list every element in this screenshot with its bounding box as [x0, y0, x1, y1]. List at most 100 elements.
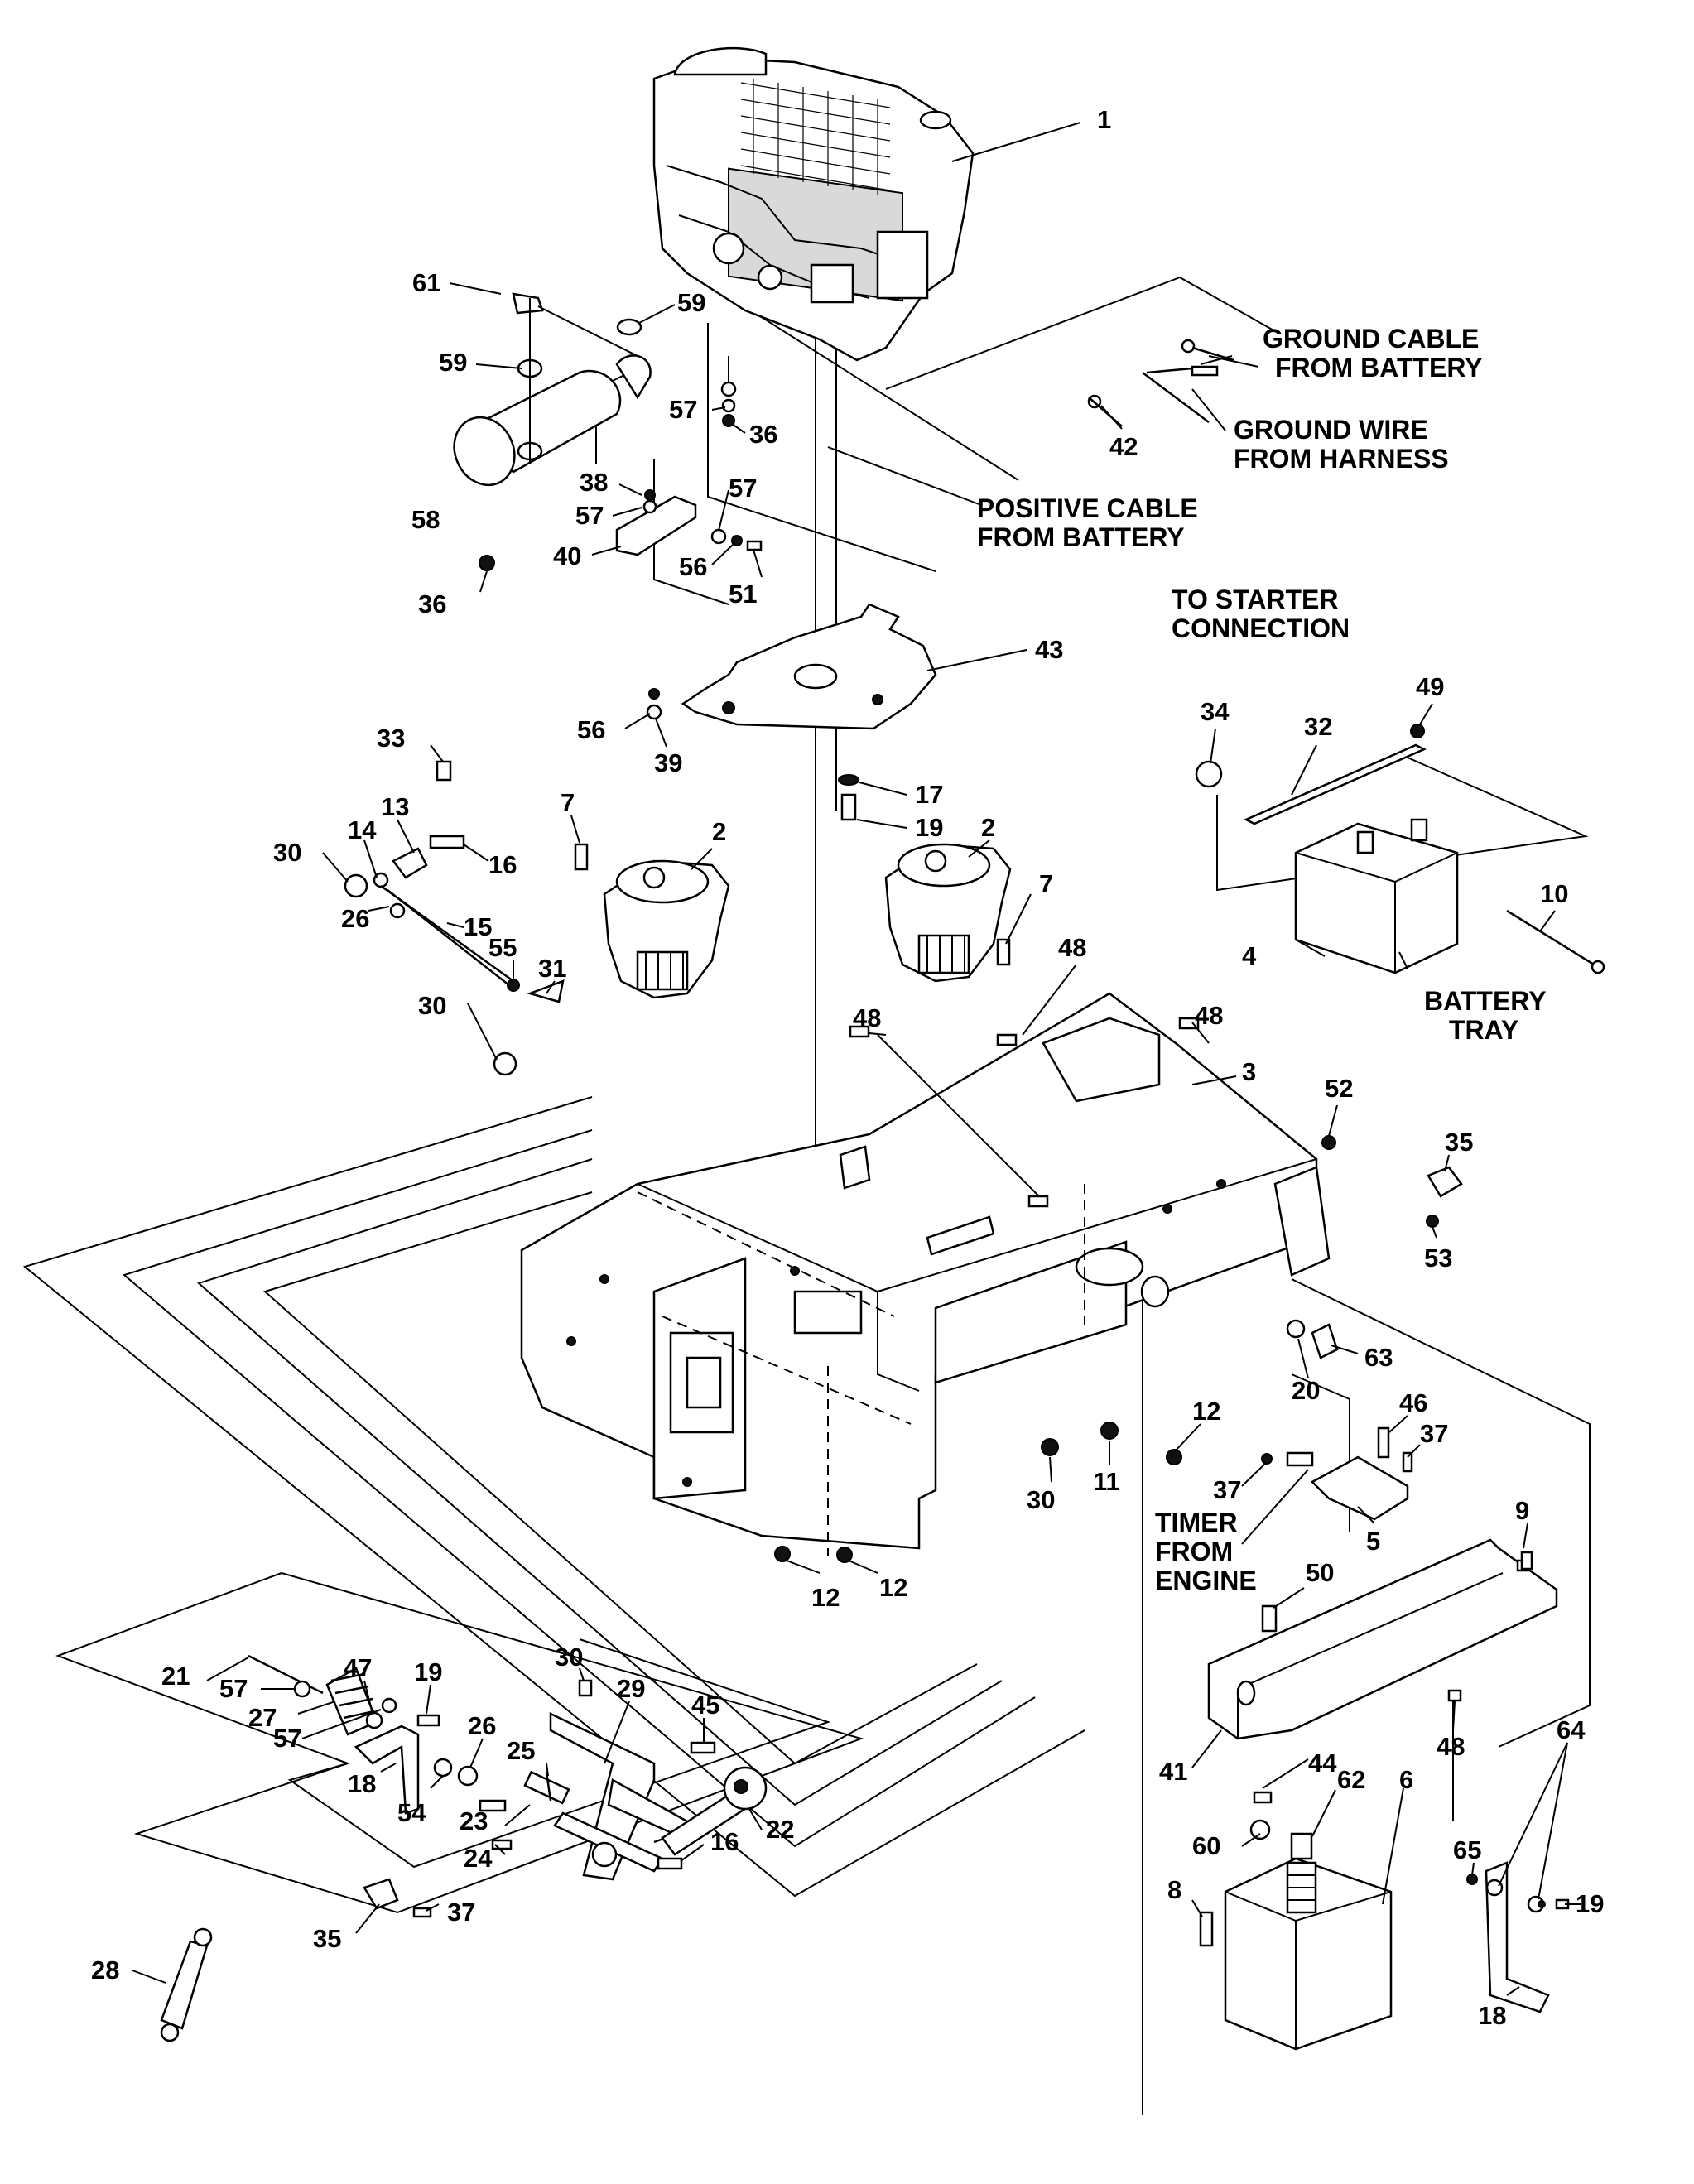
- callout-41: 41: [1159, 1757, 1187, 1786]
- callout-25: 25: [507, 1736, 535, 1765]
- callout-56: 56: [679, 552, 707, 581]
- callout-37: 37: [447, 1898, 475, 1927]
- callout-2: 2: [981, 813, 995, 842]
- callout-7: 7: [1039, 869, 1053, 898]
- note-battery-tray-line1: BATTERY: [1424, 986, 1547, 1016]
- callout-60: 60: [1192, 1831, 1220, 1860]
- callout-42: 42: [1109, 432, 1138, 461]
- note-ground-cable-line2: FROM BATTERY: [1275, 353, 1483, 382]
- engine-part-1: [652, 46, 975, 362]
- callout-13: 13: [381, 792, 409, 821]
- callout-36: 36: [749, 420, 777, 449]
- note-positive-cable-line2: FROM BATTERY: [977, 522, 1185, 552]
- callout-30: 30: [273, 838, 301, 867]
- callout-24: 24: [464, 1844, 493, 1873]
- note-ground-cable-line1: GROUND CABLE: [1263, 324, 1479, 354]
- callout-43: 43: [1035, 635, 1063, 664]
- callout-23: 23: [460, 1806, 488, 1835]
- callout-12: 12: [1192, 1397, 1220, 1426]
- callout-12: 12: [811, 1583, 840, 1612]
- callout-38: 38: [580, 468, 608, 497]
- callout-32: 32: [1304, 712, 1332, 741]
- callout-30: 30: [418, 991, 446, 1020]
- callout-12: 12: [879, 1573, 907, 1602]
- callout-11: 11: [1093, 1467, 1120, 1496]
- callout-45: 45: [691, 1691, 719, 1720]
- callout-14: 14: [348, 815, 377, 844]
- pedal-group: [160, 1654, 768, 2042]
- callout-35: 35: [313, 1924, 341, 1953]
- callout-27: 27: [248, 1703, 277, 1732]
- bracket-part-41: [1207, 1538, 1558, 1740]
- callout-16: 16: [488, 850, 517, 879]
- callout-46: 46: [1399, 1388, 1427, 1417]
- callout-57: 57: [729, 474, 757, 503]
- callout-5: 5: [1366, 1527, 1380, 1556]
- callout-7: 7: [561, 788, 575, 817]
- callout-3: 3: [1242, 1057, 1256, 1086]
- bracket-part-5: [1261, 1426, 1413, 1521]
- note-ground-wire-line1: GROUND WIRE: [1234, 415, 1428, 445]
- callout-59: 59: [439, 348, 467, 377]
- callout-65: 65: [1453, 1835, 1481, 1864]
- callout-30: 30: [1027, 1485, 1055, 1514]
- callout-51: 51: [729, 580, 757, 609]
- plate-part-43: [646, 603, 937, 821]
- callout-18: 18: [348, 1769, 376, 1798]
- callout-35: 35: [1445, 1128, 1473, 1157]
- callout-30: 30: [555, 1643, 583, 1672]
- linkage-group: [344, 760, 565, 1076]
- callout-57: 57: [273, 1724, 301, 1753]
- pump-left-part-2: [603, 859, 730, 999]
- callout-59: 59: [677, 288, 705, 317]
- assembly-outline-lines: [22, 277, 1591, 2115]
- callout-37: 37: [1420, 1419, 1448, 1448]
- battery-group: [1195, 724, 1605, 974]
- callout-48: 48: [853, 1003, 881, 1032]
- note-timer-line3: ENGINE: [1155, 1566, 1257, 1595]
- callout-4: 4: [1242, 941, 1257, 970]
- callout-57: 57: [669, 395, 697, 424]
- callout-61: 61: [412, 268, 440, 297]
- callout-26: 26: [468, 1711, 496, 1740]
- pump-right-part-2: [574, 843, 1012, 983]
- note-starter-line2: CONNECTION: [1172, 613, 1350, 643]
- frame-hardware: [774, 1017, 1463, 1563]
- callout-57: 57: [575, 501, 604, 530]
- diagram-notes: GROUND CABLE FROM BATTERY GROUND WIRE FR…: [977, 324, 1547, 1595]
- note-timer-line2: FROM: [1155, 1537, 1233, 1566]
- leader-lines: [132, 122, 1581, 1996]
- callout-58: 58: [411, 505, 440, 534]
- callout-8: 8: [1167, 1875, 1181, 1904]
- note-ground-wire-line2: FROM HARNESS: [1234, 444, 1449, 474]
- callout-50: 50: [1306, 1558, 1334, 1587]
- callout-19: 19: [915, 813, 943, 842]
- callout-22: 22: [766, 1815, 794, 1844]
- callout-49: 49: [1416, 672, 1444, 701]
- reservoir-part-6: [1199, 1791, 1393, 2051]
- callout-34: 34: [1201, 697, 1230, 726]
- muffler-group: [453, 292, 652, 487]
- note-battery-tray-line2: TRAY: [1449, 1015, 1518, 1045]
- callout-52: 52: [1325, 1074, 1353, 1103]
- callout-labels: 1 61 59 59 57 36 58 38 57 57 40 56 51 36…: [91, 105, 1604, 2030]
- callout-31: 31: [538, 954, 566, 983]
- callout-18: 18: [1478, 2001, 1506, 2030]
- callout-54: 54: [397, 1798, 426, 1827]
- callout-62: 62: [1337, 1765, 1365, 1794]
- bracket-40-group: [479, 356, 763, 571]
- callout-28: 28: [91, 1955, 119, 1984]
- callout-20: 20: [1292, 1376, 1320, 1405]
- callout-2: 2: [712, 817, 726, 846]
- callout-55: 55: [488, 933, 517, 962]
- callout-36: 36: [418, 589, 446, 618]
- callout-64: 64: [1557, 1715, 1586, 1744]
- callout-6: 6: [1399, 1765, 1413, 1794]
- callout-56: 56: [577, 715, 605, 744]
- callout-19: 19: [1576, 1889, 1604, 1918]
- callout-48: 48: [1195, 1001, 1223, 1030]
- callout-53: 53: [1424, 1244, 1452, 1272]
- callout-39: 39: [654, 748, 682, 777]
- callout-57: 57: [219, 1674, 248, 1703]
